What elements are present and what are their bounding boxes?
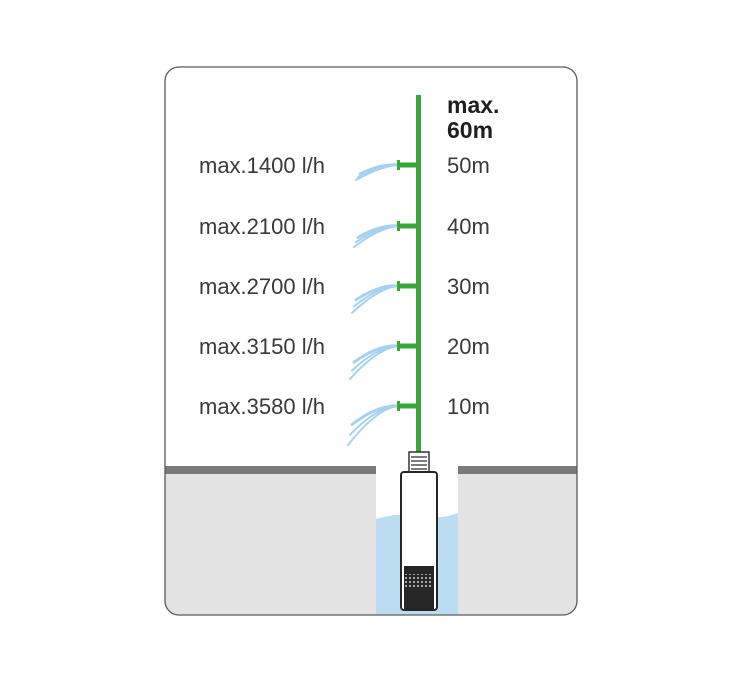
outlet-20m: max.3150 l/h 20m [199, 334, 490, 380]
ground-surface-left [165, 466, 376, 474]
height-label: 30m [447, 274, 490, 299]
ground [165, 471, 577, 615]
water-spray-stream [347, 405, 401, 446]
outlet-group: max.1400 l/h 50m max.2100 l/h 40m max.2700 l… [199, 153, 490, 446]
flow-rate-label: max.3580 l/h [199, 394, 325, 419]
submersible-pump [400, 451, 438, 611]
flow-rate-label: max.2100 l/h [199, 214, 325, 239]
water-spray-stream [349, 345, 401, 380]
flow-rate-label: max.2700 l/h [199, 274, 325, 299]
outlet-nozzle [397, 341, 400, 351]
outlet-stub-pipe [397, 403, 417, 409]
outlet-stub-pipe [397, 162, 417, 168]
water-spray-stream [351, 285, 401, 314]
max-head-line2: 60m [447, 117, 493, 143]
outlet-nozzle [397, 221, 400, 231]
outlet-10m: max.3580 l/h 10m [199, 394, 490, 446]
max-head-label: max. 60m [447, 92, 506, 143]
outlet-40m: max.2100 l/h 40m [199, 214, 490, 248]
riser-pipe [416, 95, 421, 460]
outlet-stub-pipe [397, 283, 417, 289]
ground-section [165, 466, 577, 615]
pump-intake-grate [405, 574, 433, 588]
height-label: 20m [447, 334, 490, 359]
outlet-50m: max.1400 l/h 50m [199, 153, 490, 181]
outlet-nozzle [397, 401, 400, 411]
max-head-line1: max. [447, 92, 499, 118]
height-label: 40m [447, 214, 490, 239]
outlet-nozzle [397, 160, 400, 170]
outlet-stub-pipe [397, 343, 417, 349]
water-spray-stream [355, 164, 401, 181]
height-label: 10m [447, 394, 490, 419]
outlet-30m: max.2700 l/h 30m [199, 274, 490, 314]
water-spray-stream [353, 225, 401, 248]
height-label: 50m [447, 153, 490, 178]
ground-surface-right [458, 466, 577, 474]
outlet-nozzle [397, 281, 400, 291]
flow-rate-label: max.1400 l/h [199, 153, 325, 178]
outlet-stub-pipe [397, 223, 417, 229]
diagram-frame [164, 66, 578, 616]
flow-rate-label: max.3150 l/h [199, 334, 325, 359]
